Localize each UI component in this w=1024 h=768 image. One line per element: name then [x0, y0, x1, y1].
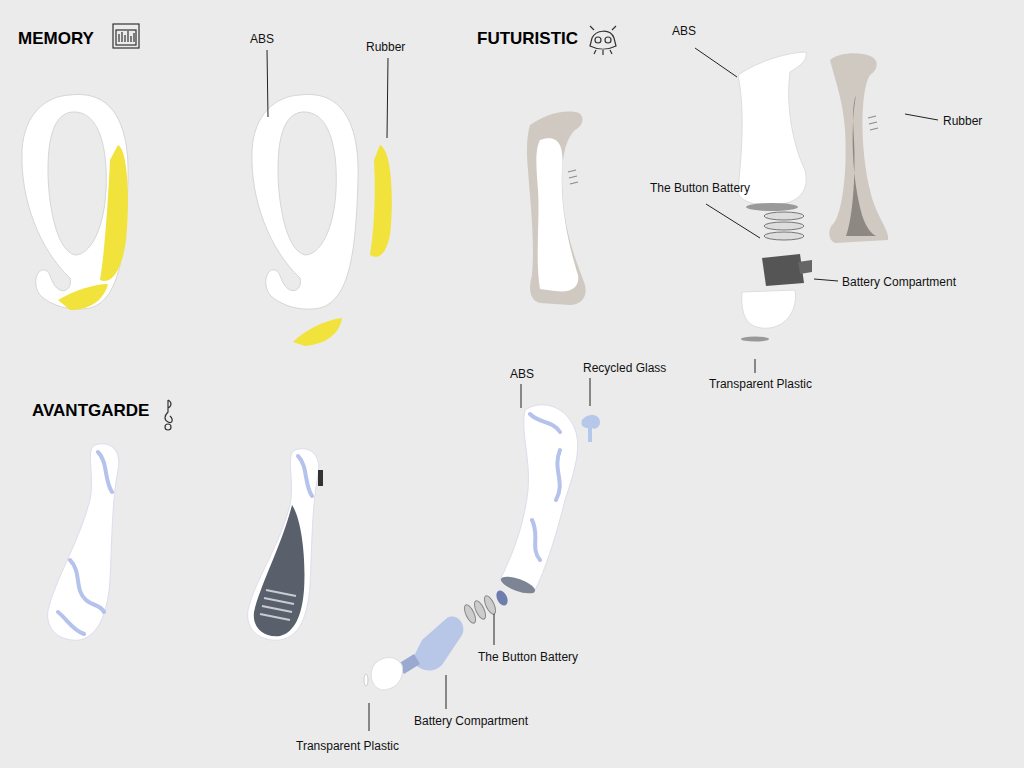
- leader-line: [814, 279, 838, 281]
- abs-shell: [252, 94, 358, 309]
- transparent-plastic: [741, 337, 769, 342]
- part-label: Transparent Plastic: [296, 739, 399, 753]
- part-label: Rubber: [366, 40, 405, 54]
- transparent-plastic: [364, 674, 368, 686]
- abs-shell: [22, 94, 128, 309]
- abs-rim: [746, 203, 798, 211]
- leader-line: [267, 50, 268, 117]
- leader-line: [521, 384, 522, 408]
- button-battery: [764, 222, 804, 230]
- battery-compartment: [412, 616, 463, 670]
- abs-front: [536, 138, 578, 291]
- battery-stack: [260, 590, 296, 620]
- concept-heading: FUTURISTIC: [477, 29, 578, 49]
- leader-line: [905, 114, 938, 120]
- leader-line: [755, 359, 756, 373]
- rubber-back: [527, 112, 586, 305]
- part-label: Recycled Glass: [583, 361, 666, 375]
- part-label: The Button Battery: [650, 181, 750, 195]
- concept-heading: MEMORY: [18, 29, 94, 49]
- leader-line: [494, 614, 495, 645]
- memory-icon: [113, 24, 139, 48]
- avantgarde-icon: [165, 400, 172, 430]
- battery-tab: [798, 260, 812, 274]
- rubber-pad: [370, 145, 392, 257]
- part-label: ABS: [250, 32, 274, 46]
- side-button: [318, 470, 323, 486]
- memory-exploded: [252, 50, 392, 346]
- leader-line: [369, 703, 370, 731]
- leader-line: [590, 378, 591, 406]
- rubber-pad: [58, 284, 108, 310]
- abs-body: [500, 405, 578, 590]
- button-battery: [764, 212, 804, 220]
- avantgarde-cutaway: [248, 449, 323, 640]
- avantgarde-assembled: [48, 444, 119, 640]
- button-battery: [482, 594, 498, 616]
- battery-contact: [494, 589, 510, 608]
- rubber-pad: [100, 145, 128, 281]
- part-label: Transparent Plastic: [709, 377, 812, 391]
- bottom-cap: [742, 290, 796, 328]
- part-label: Battery Compartment: [842, 275, 956, 289]
- internal-cavity: [254, 505, 305, 636]
- leader-line: [446, 675, 447, 709]
- glass-swirl: [298, 456, 312, 496]
- part-label: Battery Compartment: [414, 714, 528, 728]
- abs-body: [48, 444, 119, 640]
- leader-line: [695, 48, 737, 77]
- avantgarde-exploded: [364, 378, 600, 731]
- battery-compartment: [762, 254, 804, 286]
- memory-assembled: [22, 94, 128, 310]
- leader-line: [387, 58, 388, 138]
- part-label: The Button Battery: [478, 650, 578, 664]
- abs-body: [248, 449, 319, 640]
- button-battery: [764, 232, 804, 240]
- part-label: ABS: [510, 367, 534, 381]
- rubber-back: [829, 53, 888, 243]
- rubber-pad: [293, 318, 342, 346]
- futuristic-exploded: [695, 48, 938, 373]
- recycled-glass: [581, 415, 600, 442]
- leader-line: [706, 204, 760, 238]
- glass-swirl: [58, 452, 112, 634]
- part-label: ABS: [672, 24, 696, 38]
- bottom-cap: [371, 658, 402, 691]
- futuristic-icon: [590, 26, 616, 55]
- futuristic-assembled: [527, 112, 586, 305]
- grip-groove: [568, 170, 578, 184]
- rubber-channel: [846, 95, 876, 236]
- concept-heading: AVANTGARDE: [32, 401, 149, 421]
- grip-groove: [868, 116, 878, 130]
- glass-swirl: [530, 414, 560, 560]
- part-label: Rubber: [943, 114, 982, 128]
